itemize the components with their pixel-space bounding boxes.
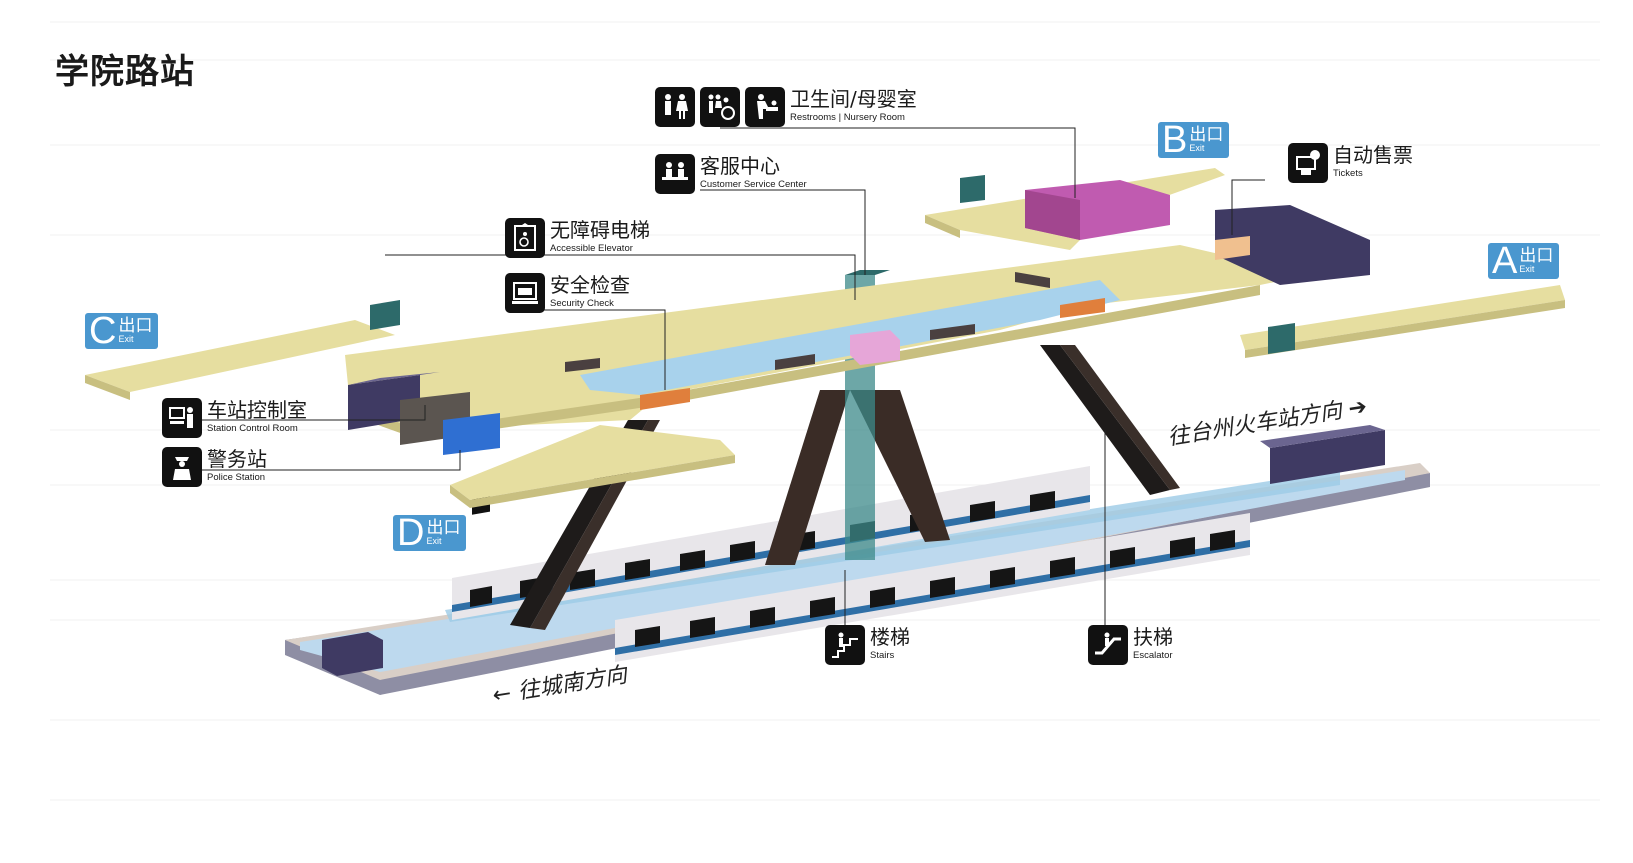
restrooms-text: 卫生间/母婴室 Restrooms | Nursery Room bbox=[790, 87, 917, 123]
escalator-zh: 扶梯 bbox=[1133, 625, 1173, 649]
control-room-zh: 车站控制室 bbox=[207, 398, 307, 422]
police-zh: 警务站 bbox=[207, 447, 267, 471]
accessible-restroom-icon bbox=[700, 87, 740, 127]
exit-b-letter: B bbox=[1162, 118, 1188, 161]
escalator-en: Escalator bbox=[1133, 650, 1173, 661]
customer-service-en: Customer Service Center bbox=[700, 179, 807, 190]
nursery-en: Nursery Room bbox=[843, 112, 905, 123]
stairs-zh: 楼梯 bbox=[870, 625, 910, 649]
police-icon bbox=[162, 447, 202, 487]
security-en: Security Check bbox=[550, 298, 614, 309]
exit-d-en: Exit bbox=[426, 535, 442, 546]
control-room-icon bbox=[162, 398, 202, 438]
ticket-machine-icon bbox=[1288, 143, 1328, 183]
tickets-zh: 自动售票 bbox=[1333, 143, 1413, 167]
stairs-icon bbox=[825, 625, 865, 665]
exit-a-en: Exit bbox=[1519, 263, 1535, 274]
exit-d-letter: D bbox=[397, 511, 425, 554]
nursery-icon bbox=[745, 87, 785, 127]
platform-end-room-south bbox=[322, 632, 383, 676]
exit-b-en: Exit bbox=[1189, 142, 1205, 153]
control-room-en: Station Control Room bbox=[207, 423, 298, 434]
restrooms-label: 卫生间/母婴室 Restrooms | Nursery Room bbox=[655, 87, 917, 127]
customer-service-icon bbox=[655, 154, 695, 194]
elevator-icon bbox=[505, 218, 545, 258]
customer-service-zh: 客服中心 bbox=[700, 154, 780, 178]
tickets-en: Tickets bbox=[1333, 168, 1363, 179]
exit-d-zh: 出口 bbox=[426, 517, 461, 538]
exit-b-zh: 出口 bbox=[1189, 124, 1224, 145]
station-title: 学院路站 bbox=[55, 52, 195, 92]
security-scanner bbox=[640, 388, 690, 410]
exit-c-letter: C bbox=[89, 309, 117, 352]
customer-service-block bbox=[850, 330, 900, 365]
exit-c-en: Exit bbox=[118, 333, 134, 344]
security-check-icon bbox=[505, 273, 545, 313]
nursery-zh: 母婴室 bbox=[856, 87, 917, 111]
escalator-icon bbox=[1088, 625, 1128, 665]
police-en: Police Station bbox=[207, 472, 266, 483]
restrooms-zh: 卫生间 bbox=[790, 87, 850, 111]
restroom-icon bbox=[655, 87, 695, 127]
facility-blocks bbox=[348, 175, 1370, 455]
security-zh: 安全检查 bbox=[550, 273, 630, 297]
exit-c-zh: 出口 bbox=[118, 315, 153, 336]
elevator-zh: 无障碍电梯 bbox=[550, 218, 650, 242]
arrow-right-icon: ➔ bbox=[1346, 394, 1369, 422]
stairs-en: Stairs bbox=[870, 650, 895, 661]
restrooms-en: Restrooms bbox=[790, 112, 836, 123]
ticket-hall-block bbox=[1215, 205, 1370, 285]
exit-a-letter: A bbox=[1492, 239, 1518, 282]
exit-a-zh: 出口 bbox=[1519, 245, 1554, 266]
police-station-block bbox=[443, 413, 500, 455]
arrow-left-icon: ← bbox=[490, 681, 514, 709]
elevator-en: Accessible Elevator bbox=[550, 243, 633, 254]
